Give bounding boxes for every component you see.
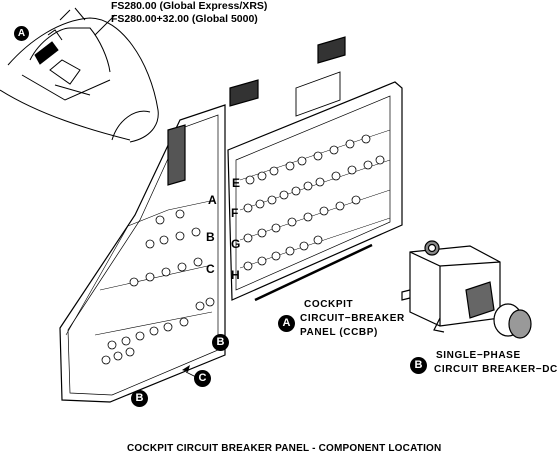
- legend-a-line-1: COCKPIT: [304, 299, 354, 310]
- view-arrow: [182, 365, 190, 372]
- legend-b-badge: B: [410, 357, 427, 374]
- callout-b-upper: B: [212, 334, 229, 351]
- callout-a-inset: A: [14, 26, 29, 41]
- left-panel: [59, 104, 226, 403]
- row-label-a: A: [208, 193, 217, 207]
- location-note-line-2: FS280.00+32.00 (Global 5000): [111, 13, 258, 25]
- cockpit-inset: [0, 7, 159, 143]
- row-label-h: H: [231, 268, 240, 282]
- row-label-c: C: [206, 262, 215, 276]
- right-panel: [227, 36, 403, 302]
- legend-b-line-1: SINGLE−PHASE: [436, 350, 521, 361]
- circuit-breaker-detail: [401, 240, 532, 339]
- breaker-knobs: [101, 134, 385, 365]
- figure-caption: COCKPIT CIRCUIT BREAKER PANEL - COMPONEN…: [127, 443, 442, 454]
- legend-b-line-2: CIRCUIT BREAKER−DC: [434, 364, 557, 375]
- location-note-line-1: FS280.00 (Global Express/XRS): [111, 0, 268, 12]
- legend-a-line-2: CIRCUIT−BREAKER: [300, 313, 405, 324]
- row-label-g: G: [231, 237, 241, 251]
- legend-a-line-3: PANEL (CCBP): [300, 327, 378, 338]
- legend-a-badge: A: [278, 315, 295, 332]
- row-label-f: F: [231, 206, 239, 220]
- row-label-e: E: [232, 176, 241, 190]
- row-label-b: B: [206, 230, 215, 244]
- callout-b-lower: B: [131, 390, 148, 407]
- callout-c: C: [194, 370, 211, 387]
